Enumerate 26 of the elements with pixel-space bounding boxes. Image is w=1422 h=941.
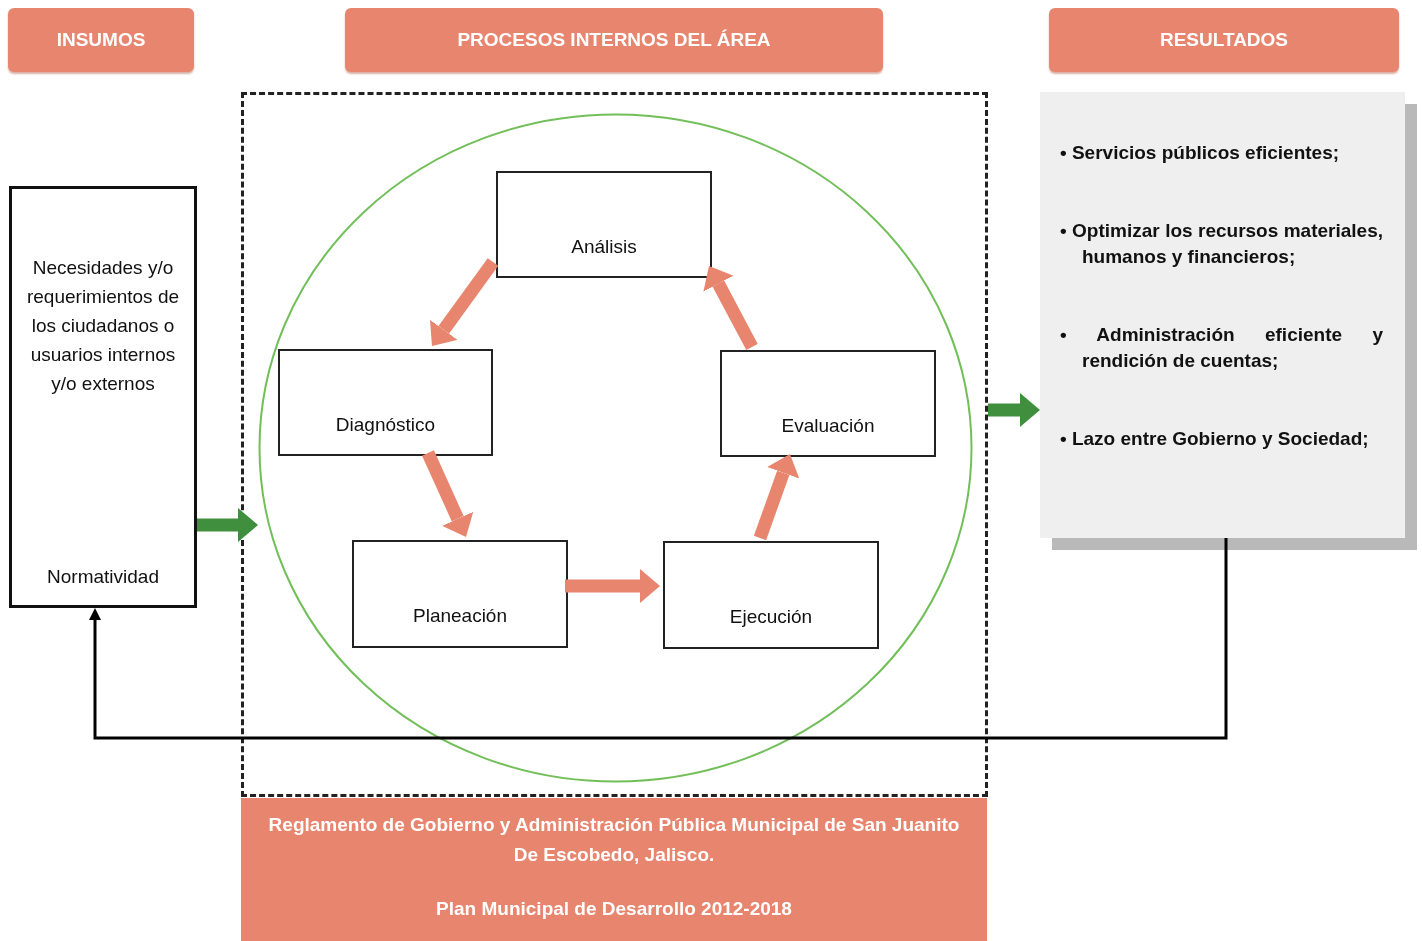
process-box: Ejecución	[663, 541, 879, 649]
feedback-arrow	[89, 538, 1228, 740]
result-item: • Servicios públicos eficientes;	[1060, 141, 1341, 165]
result-item: • Lazo entre Gobierno y Sociedad;	[1060, 427, 1370, 451]
input-text: Necesidades y/o requerimientos de los ciudadanos o usuarios internos y/o externos	[25, 256, 181, 396]
block-arrow	[430, 258, 499, 346]
input-text: Normatividad	[46, 565, 160, 589]
input-box	[9, 186, 197, 608]
process-box: Análisis	[496, 171, 712, 278]
process-box: Diagnóstico	[278, 349, 493, 456]
block-arrow	[988, 393, 1040, 427]
column-header: INSUMOS	[8, 8, 194, 72]
block-arrow	[703, 266, 758, 351]
band-text: Reglamento de Gobierno y Administración Pública Municipal de San Juanito De Escobedo, Jalisco.	[267, 813, 961, 867]
column-header: RESULTADOS	[1049, 8, 1399, 72]
process-box: Planeación	[352, 540, 568, 648]
result-item: • Administración eficiente y rendición de cuentas;	[1060, 323, 1383, 373]
block-arrow	[197, 508, 258, 542]
regulation-band	[241, 798, 987, 941]
block-arrow	[565, 569, 660, 603]
column-header: PROCESOS INTERNOS DEL ÁREA	[345, 8, 883, 72]
band-text: Plan Municipal de Desarrollo 2012-2018	[435, 897, 793, 921]
result-item: • Optimizar los recursos materiales, humanos y financieros;	[1060, 219, 1383, 269]
block-arrow	[753, 454, 800, 541]
block-arrow	[422, 450, 474, 537]
process-box: Evaluación	[720, 350, 936, 457]
